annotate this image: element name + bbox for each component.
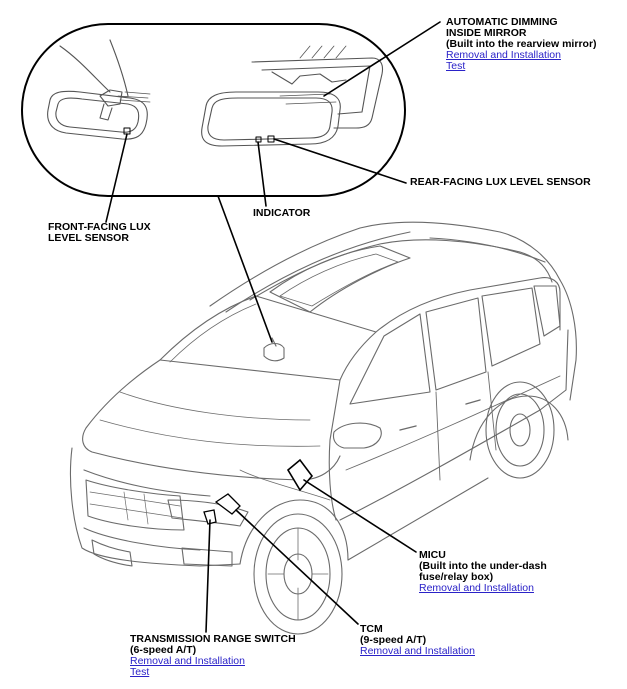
mirror-label: AUTOMATIC DIMMING INSIDE MIRROR (Built i…	[446, 17, 597, 72]
front-sensor-title-line2: LEVEL SENSOR	[48, 232, 129, 244]
trs-title: TRANSMISSION RANGE SWITCH	[130, 633, 296, 645]
mirror-detail-inset	[21, 23, 406, 197]
micu-title: MICU	[419, 549, 446, 561]
tcm-removal-installation-link[interactable]: Removal and Installation	[360, 645, 475, 657]
transmission-components	[203, 493, 241, 525]
trs-removal-installation-link[interactable]: Removal and Installation	[130, 655, 245, 667]
micu-removal-installation-link[interactable]: Removal and Installation	[419, 582, 534, 594]
rear-sensor-label: REAR-FACING LUX LEVEL SENSOR	[410, 177, 591, 188]
mirror-test-link[interactable]: Test	[446, 60, 466, 72]
tcm-description: (9-speed A/T)	[360, 634, 427, 646]
micu-label: MICU (Built into the under-dash fuse/rel…	[419, 550, 547, 594]
mirror-removal-installation-link[interactable]: Removal and Installation	[446, 49, 561, 61]
micu-component	[286, 458, 314, 492]
rear-sensor-title: REAR-FACING LUX LEVEL SENSOR	[410, 176, 591, 188]
leader-lines	[105, 21, 441, 633]
indicator-title: INDICATOR	[253, 207, 311, 219]
front-sensor-label: FRONT-FACING LUX LEVEL SENSOR	[48, 222, 151, 244]
tcm-title: TCM	[360, 623, 383, 635]
vehicle-illustration	[69, 221, 577, 635]
trs-description: (6-speed A/T)	[130, 644, 197, 656]
mirror-description: (Built into the rearview mirror)	[446, 38, 597, 50]
front-view-mirror-illustration	[47, 39, 151, 140]
front-sensor-title-line1: FRONT-FACING LUX	[48, 221, 151, 233]
mirror-title-line2: INSIDE MIRROR	[446, 27, 527, 39]
trs-test-link[interactable]: Test	[130, 666, 150, 678]
micu-description-line2: fuse/relay box)	[419, 571, 494, 583]
trs-label: TRANSMISSION RANGE SWITCH (6-speed A/T) …	[130, 634, 296, 678]
indicator-label: INDICATOR	[253, 208, 310, 219]
rear-view-mirror-illustration	[201, 45, 384, 147]
tcm-label: TCM (9-speed A/T) Removal and Installati…	[360, 624, 475, 657]
mirror-title-line1: AUTOMATIC DIMMING	[446, 16, 558, 28]
micu-description-line1: (Built into the under-dash	[419, 560, 547, 572]
